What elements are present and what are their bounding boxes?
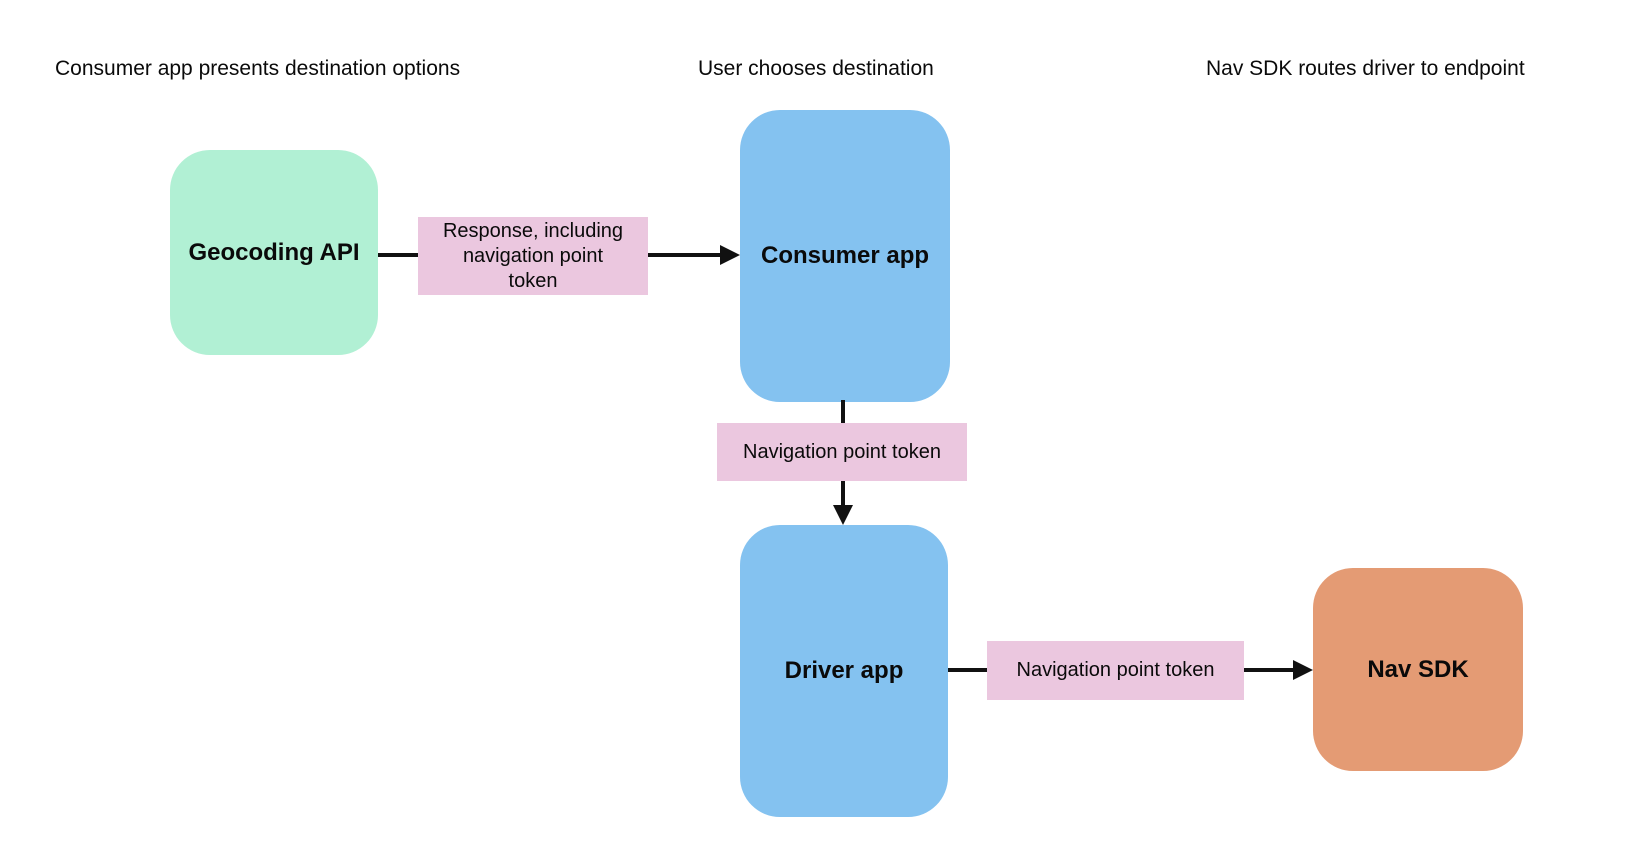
edge-consumer-driver-line-end [841, 481, 845, 506]
edge-driver-navsdk-line-end [1244, 668, 1293, 672]
stage-heading-navsdk-routes: Nav SDK routes driver to endpoint [1206, 57, 1525, 80]
node-geocoding-api: Geocoding API [170, 150, 378, 355]
node-driver-app-label: Driver app [784, 657, 904, 684]
arrowhead-right-icon [1293, 660, 1313, 680]
stage-heading-user-chooses: User chooses destination [698, 57, 934, 80]
node-consumer-app: Consumer app [740, 110, 950, 402]
node-driver-app: Driver app [740, 525, 948, 817]
node-nav-sdk-label: Nav SDK [1367, 655, 1469, 683]
edge-label-navigation-point-token-vertical: Navigation point token [717, 423, 967, 481]
edge-consumer-driver-line-start [841, 400, 845, 423]
edge-geocoding-consumer-line-end [648, 253, 720, 257]
edge-geocoding-consumer-line-start [378, 253, 418, 257]
node-consumer-app-label: Consumer app [760, 242, 930, 269]
node-nav-sdk: Nav SDK [1313, 568, 1523, 771]
arrowhead-right-icon [720, 245, 740, 265]
arrowhead-down-icon [833, 505, 853, 525]
edge-label-response-including-token: Response, including navigation point tok… [418, 217, 648, 295]
stage-heading-consumer-presents: Consumer app presents destination option… [55, 57, 461, 80]
edge-driver-navsdk-line-start [948, 668, 987, 672]
edge-label-navigation-point-token-horizontal: Navigation point token [987, 641, 1244, 700]
node-geocoding-api-label: Geocoding API [188, 238, 360, 266]
